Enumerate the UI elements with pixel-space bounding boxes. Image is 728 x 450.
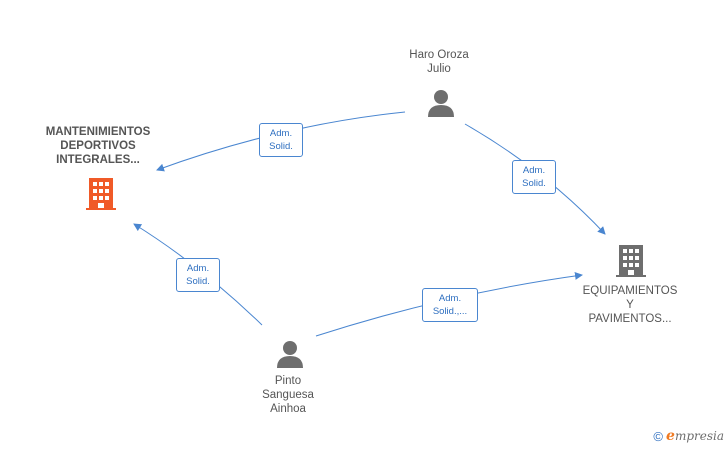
edge-label-haro-equipamientos: Adm. Solid.	[512, 160, 556, 194]
company-label-equipamientos[interactable]: EQUIPAMIENTOS Y PAVIMENTOS...	[582, 285, 678, 325]
footer-brand: © empresia	[653, 428, 724, 444]
building-icon[interactable]	[616, 243, 646, 277]
brand-logo: empresia	[666, 428, 724, 444]
copyright-icon: ©	[653, 428, 664, 444]
person-label-haro[interactable]: Haro Oroza Julio	[409, 49, 469, 75]
edge-label-pinto-equipamientos: Adm. Solid.,...	[422, 288, 478, 322]
building-icon[interactable]	[86, 176, 116, 210]
edge-label-haro-mantenimientos: Adm. Solid.	[259, 123, 303, 157]
person-label-pinto[interactable]: Pinto Sanguesa Ainhoa	[262, 375, 314, 415]
company-label-mantenimientos[interactable]: MANTENIMIENTOS DEPORTIVOS INTEGRALES...	[45, 126, 151, 166]
person-icon[interactable]	[275, 339, 305, 369]
person-icon[interactable]	[426, 88, 456, 118]
edge-label-pinto-mantenimientos: Adm. Solid.	[176, 258, 220, 292]
